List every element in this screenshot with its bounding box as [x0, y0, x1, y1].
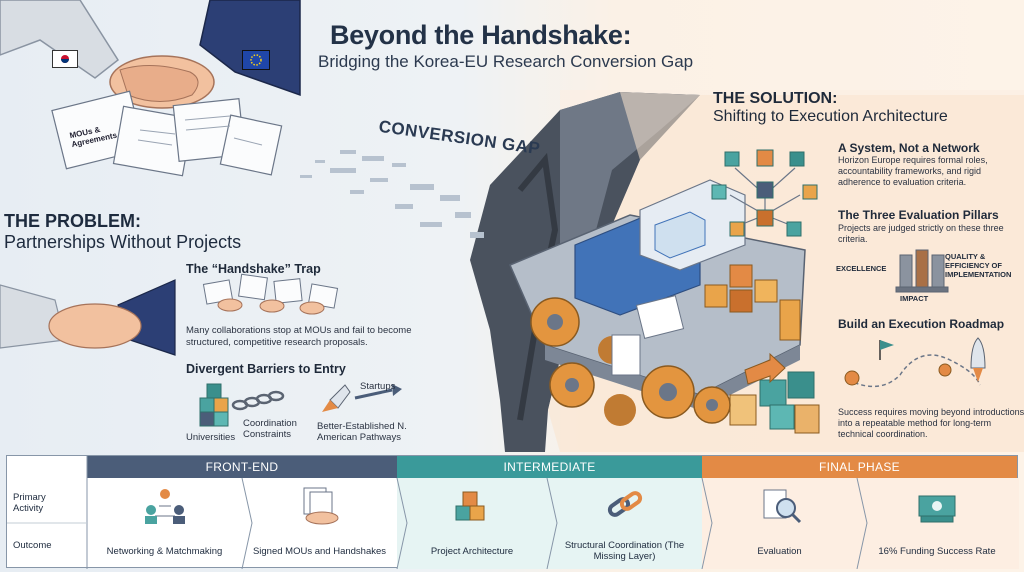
arrow-icon	[354, 388, 393, 400]
startup-rocket-icon	[322, 384, 351, 412]
money-icon	[918, 495, 956, 523]
universities-label: Universities	[186, 432, 236, 443]
chain-icon	[231, 390, 285, 411]
phase-front-end: FRONT-END	[87, 456, 397, 478]
handshake-trap-text: Many collaborations stop at MOUs and fai…	[186, 325, 412, 348]
cell-evaluation: Evaluation	[702, 478, 857, 567]
blocks-icon	[455, 491, 485, 521]
cell-funding-rate: 16% Funding Success Rate	[857, 478, 1017, 567]
handshake-trap-heading: The “Handshake” Trap	[186, 262, 321, 276]
roadmap-path	[847, 354, 981, 388]
cell-evaluation-label: Evaluation	[757, 546, 802, 557]
cell-signed-mous: Signed MOUs and Handshakes	[242, 478, 397, 567]
cell-structural-coordination: Structural Coordination (The Missing Lay…	[547, 478, 702, 567]
map-pin-icon	[844, 363, 952, 386]
phase-final: FINAL PHASE	[702, 456, 1017, 478]
cell-project-architecture: Project Architecture	[397, 478, 547, 567]
cell-structural-coordination-label: Structural Coordination (The Missing Lay…	[564, 540, 685, 562]
handshake-document-icon	[303, 487, 338, 525]
row-label-primary-activity: Primary Activity	[13, 492, 46, 514]
problem-subheading: Partnerships Without Projects	[4, 232, 242, 252]
pillars-text: Projects are judged strictly on these th…	[838, 223, 1004, 244]
chain-link-icon	[607, 491, 642, 517]
page-subtitle: Bridging the Korea-EU Research Conversio…	[318, 52, 694, 71]
rocket-icon	[970, 337, 986, 382]
barriers-heading: Divergent Barriers to Entry	[186, 362, 346, 376]
solution-subheading: Shifting to Execution Architecture	[713, 108, 948, 125]
phase-table: FRONT-END INTERMEDIATE FINAL PHASE Prima…	[6, 455, 1019, 569]
problem-heading: THE PROBLEM:	[4, 211, 141, 231]
pillar-excellence-label: EXCELLENCE	[836, 264, 887, 273]
system-text: Horizon Europe requires formal roles, ac…	[838, 155, 988, 187]
row-label-outcome: Outcome	[13, 540, 52, 551]
cell-networking: Networking & Matchmaking	[87, 478, 242, 567]
roadmap-text: Success requires moving beyond introduct…	[838, 407, 1024, 439]
flag-icon	[879, 340, 894, 360]
korea-sleeve	[0, 0, 119, 79]
phase-intermediate: INTERMEDIATE	[397, 456, 702, 478]
people-network-icon	[144, 489, 185, 524]
pillars-icon	[895, 249, 949, 293]
eu-flag-icon	[242, 50, 270, 70]
cell-signed-mous-label: Signed MOUs and Handshakes	[252, 546, 387, 557]
eu-sleeve	[199, 0, 301, 97]
coordination-label: Coordination Constraints	[243, 418, 297, 440]
page-title: Beyond the Handshake:	[330, 20, 632, 50]
roadmap-heading: Build an Execution Roadmap	[838, 317, 1005, 331]
cell-networking-label: Networking & Matchmaking	[106, 546, 223, 557]
korea-flag-icon	[52, 50, 78, 68]
pillar-quality-label: QUALITY & EFFICIENCY OF IMPLEMENTATION	[945, 252, 1012, 279]
magnifier-document-icon	[763, 489, 801, 524]
pillar-impact-label: IMPACT	[900, 294, 929, 303]
table-grid	[7, 456, 1019, 569]
solution-heading: THE SOLUTION:	[713, 90, 838, 107]
pillars-heading: The Three Evaluation Pillars	[838, 208, 999, 222]
cell-project-architecture-label: Project Architecture	[430, 546, 514, 557]
university-blocks-icon	[199, 383, 229, 427]
system-heading: A System, Not a Network	[838, 141, 980, 155]
startups-label: Startups	[360, 381, 396, 392]
better-established-label: Better-Established N. American Pathways	[317, 421, 407, 443]
cell-funding-rate-label: 16% Funding Success Rate	[878, 546, 996, 557]
